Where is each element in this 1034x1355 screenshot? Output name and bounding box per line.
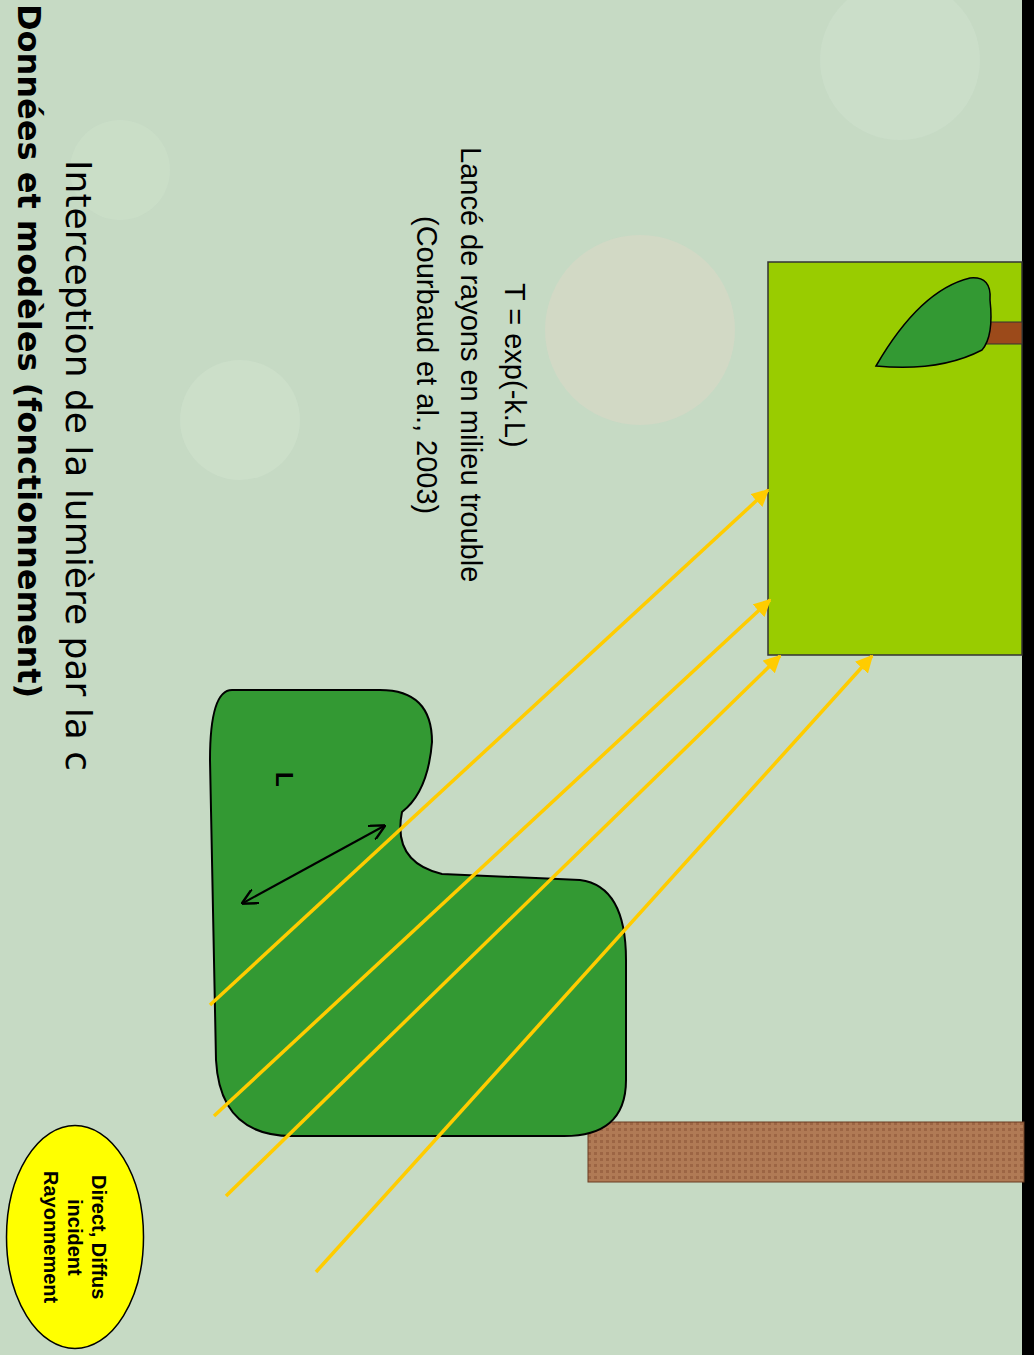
reference-note: (Courbaud et al., 2003) [410,60,443,670]
small-tree-crown [876,278,991,367]
light-rays [210,490,872,1272]
node-text: Rayonnement incidentDirect, Diffus [39,1162,111,1312]
node-text-block: Rayonnement incident [39,1162,87,1312]
tree-crown [210,690,626,1136]
slide-subtitle: Interception de la lumière par la c [58,160,99,771]
slide-title: Données et modèles (fonctionnement) [10,4,48,698]
dimension-label: L [270,772,298,787]
tree-trunk [588,1122,1024,1182]
source-ellipse: Rayonnement incidentDirect, Diffus [5,1124,145,1350]
method-note: Lancé de rayons en milieu trouble [454,60,487,670]
node-text-block: Direct, Diffus [87,1162,111,1312]
formula-note: T = exp(-k.L) [498,60,531,670]
ground-cell [768,262,1022,655]
